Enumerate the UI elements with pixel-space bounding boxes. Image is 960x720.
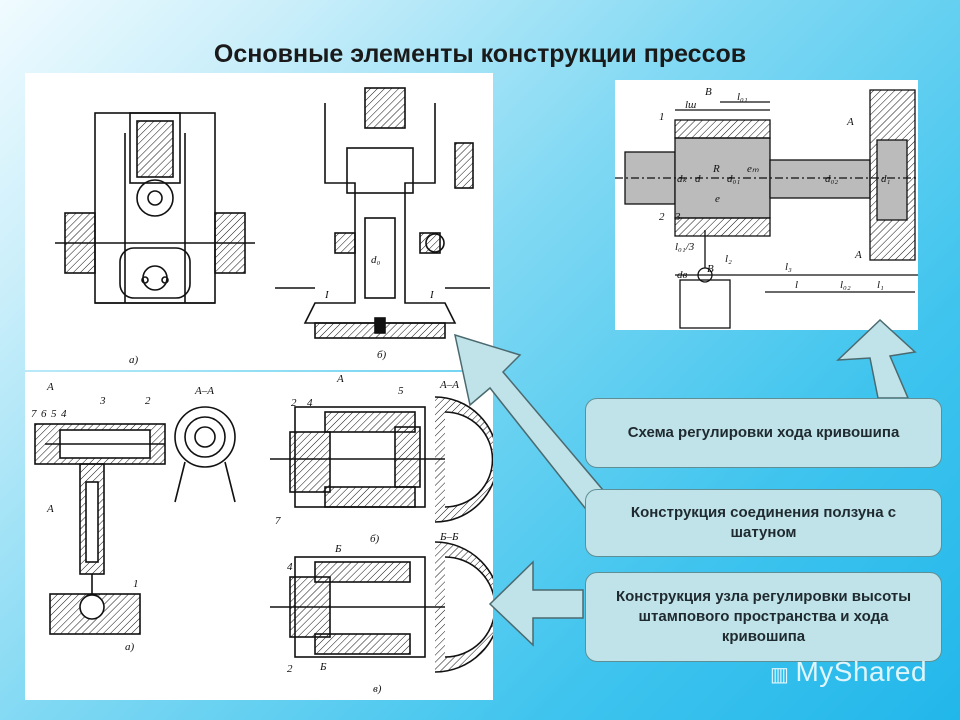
dim-d-k: dₖ <box>677 173 688 185</box>
num-2b: 2 <box>291 397 297 409</box>
num-5: 5 <box>51 408 57 420</box>
callout-crank-stroke: Схема регулировки хода кривошипа <box>585 398 942 468</box>
mark-I-left: I <box>324 289 330 301</box>
mark-A-top: А <box>846 116 854 128</box>
dim-d-B: dв <box>677 269 688 281</box>
dim-l-01-3: l₀₁/3 <box>675 241 695 253</box>
slide-title: Основные элементы конструкции прессов <box>213 40 747 68</box>
num-4b: 4 <box>307 397 313 409</box>
dim-d-02: d₀₂ <box>825 173 838 185</box>
section-aa-2: А–А <box>439 379 459 391</box>
arrow-to-bottom-drawing <box>488 560 584 647</box>
mark-a-top: А <box>46 381 54 393</box>
arrow-to-right-scheme <box>835 318 917 399</box>
dim-l-3: l₃ <box>785 261 792 273</box>
num-2: 2 <box>145 395 151 407</box>
num-5b: 5 <box>398 385 404 397</box>
label-v: в) <box>373 683 382 695</box>
mark-a-bottom: А <box>46 503 54 515</box>
num-4c: 4 <box>287 561 293 573</box>
dim-d0: d₀ <box>371 254 381 266</box>
section-bb: Б–Б <box>439 531 459 543</box>
num-2r: 2 <box>659 211 665 223</box>
watermark: ▥ MyShared <box>770 656 927 688</box>
dim-e-max: eₘ <box>747 163 759 175</box>
dim-l-sh: lш <box>685 99 696 111</box>
dim-l-1: l₁ <box>877 279 884 291</box>
mark-A-bottom: А <box>854 249 862 261</box>
mark-b-2: Б <box>319 661 327 673</box>
num-4: 4 <box>61 408 67 420</box>
arrow-to-top-drawing <box>453 333 605 510</box>
dim-d-1: d₁ <box>881 173 891 185</box>
section-aa-1: А–А <box>194 385 214 397</box>
mark-I-right: I <box>429 289 435 301</box>
dim-d: d <box>695 173 701 185</box>
mark-B-bottom: B <box>707 263 714 275</box>
num-1: 1 <box>133 578 139 590</box>
num-7b: 7 <box>275 515 281 527</box>
dim-l-01: l₀₁ <box>737 91 748 103</box>
dim-R: R <box>712 163 720 175</box>
dim-e: e <box>715 193 720 205</box>
dim-d-01: d₀₁ <box>727 173 740 185</box>
adjustment-assembly-drawing: а) б) в) А–А А–А Б–Б А А А Б Б 7 6 5 4 3… <box>25 372 493 700</box>
num-2c: 2 <box>287 663 293 675</box>
press-frame-drawing: а) б) d₀ I I <box>25 73 493 370</box>
watermark-text: MyShared <box>795 656 928 687</box>
label-b: б) <box>377 349 387 361</box>
num-6: 6 <box>41 408 47 420</box>
num-3r: 3 <box>674 211 681 223</box>
callout-slider-connection: Конструкция соединения ползуна с шатуном <box>585 489 942 557</box>
crank-scheme-drawing: B А А B lш l₀₁ l₀₁/3 l₂ l₃ l l₀₂ l₁ dₖ d… <box>615 80 918 330</box>
callout-adjustment-unit: Конструкция узла регулировки высоты штам… <box>585 572 942 662</box>
num-1r: 1 <box>659 111 665 123</box>
num-3: 3 <box>99 395 106 407</box>
label-a2: а) <box>125 641 135 653</box>
mark-a-mid: А <box>336 373 344 385</box>
dim-l: l <box>795 279 798 291</box>
mark-b-1: Б <box>334 543 342 555</box>
dim-l-02: l₀₂ <box>840 279 851 291</box>
label-a: а) <box>129 354 139 366</box>
dim-l-2: l₂ <box>725 253 732 265</box>
watermark-icon: ▥ <box>770 664 796 686</box>
label-b2: б) <box>370 533 380 545</box>
num-7: 7 <box>31 408 37 420</box>
mark-B-top: B <box>705 86 712 98</box>
